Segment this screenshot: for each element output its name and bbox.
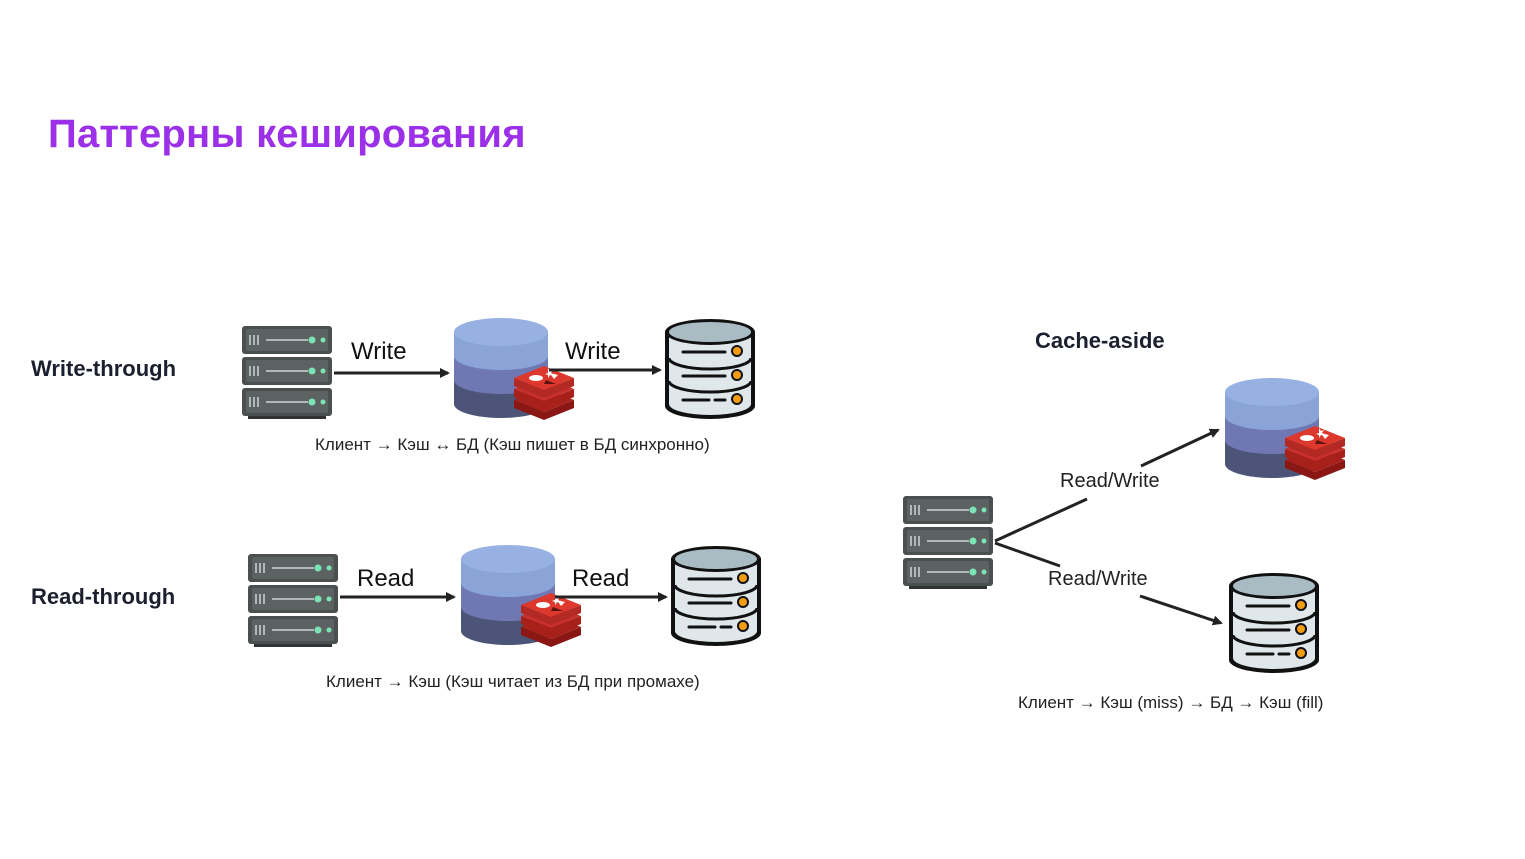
cache-aside-database-icon (1227, 571, 1321, 675)
write-through-server-icon (241, 325, 333, 420)
write-through-arrow-1-label: Write (351, 338, 407, 365)
cache-aside-upper-label: Read/Write (1060, 470, 1160, 492)
read-through-arrow-2-label: Read (572, 565, 630, 592)
read-through-arrow-1-label: Read (357, 565, 415, 592)
write-through-arrow-2-label: Write (565, 338, 621, 365)
cache-aside-arrow-upper (1140, 428, 1220, 468)
cache-aside-cache-icon (1225, 378, 1345, 480)
cache-aside-lower-label: Read/Write (1048, 568, 1148, 590)
write-through-label: Write-through (31, 356, 177, 381)
cache-aside-arrow-upper-tail (994, 497, 1088, 543)
cache-aside-caption: Клиент → Кэш (miss) → БД → Кэш (fill) (1018, 693, 1324, 712)
read-through-label: Read-through (31, 584, 176, 609)
cache-aside-arrow-lower (1139, 594, 1223, 626)
write-through-database-icon (663, 317, 757, 421)
read-through-caption: Клиент → Кэш (Кэш читает из БД при прома… (326, 672, 700, 691)
write-through-caption: Клиент → Кэш ↔ БД (Кэш пишет в БД синхро… (315, 435, 710, 454)
read-through-server-icon (247, 553, 339, 648)
cache-aside-server-icon (902, 495, 994, 590)
read-through-database-icon (669, 544, 763, 648)
page-title: Паттерны кеширования (48, 112, 526, 156)
cache-aside-label: Cache-aside (1035, 328, 1165, 353)
cache-aside-arrow-lower-tail (994, 541, 1061, 568)
